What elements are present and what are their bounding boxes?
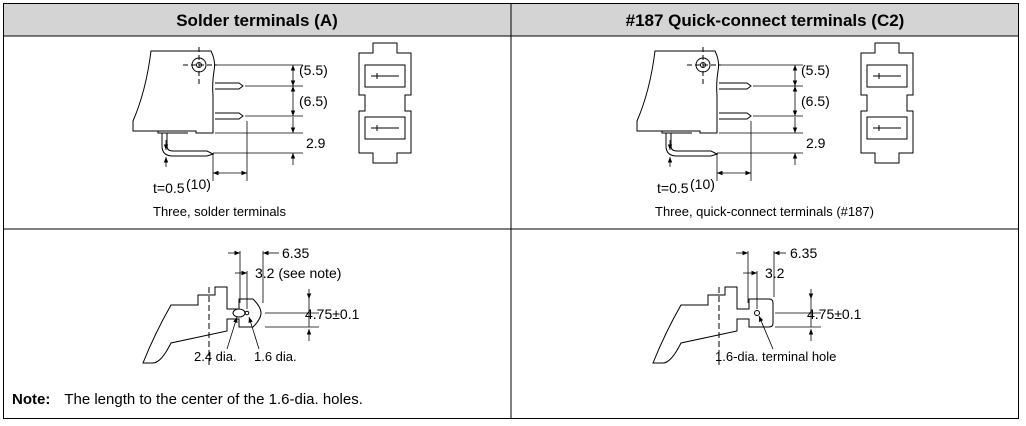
dim-6-35-c2: 6.35 xyxy=(790,245,817,261)
dim-4-75: 4.75±0.1 xyxy=(305,306,360,322)
quick-connect-front-view xyxy=(860,42,914,164)
dim-5-5: (5.5) xyxy=(299,62,328,78)
quick-connect-side-view xyxy=(636,47,803,181)
solder-terminal-side-view xyxy=(132,47,303,181)
terminal-hole-label: 1.6-dia. terminal hole xyxy=(715,349,836,364)
dim-6-35: 6.35 xyxy=(282,245,309,261)
dim-6-5-c2: (6.5) xyxy=(801,93,830,109)
dim-2-9-c2: 2.9 xyxy=(806,135,826,151)
dim-3-2: 3.2 xyxy=(765,265,785,281)
solder-terminal-detail xyxy=(142,250,319,365)
note-row: Note: The length to the center of the 1.6… xyxy=(12,391,363,408)
header-solder-terminals: Solder terminals (A) xyxy=(176,11,338,30)
hole-2-4-dia: 2.4 dia. xyxy=(194,349,237,364)
solder-caption: Three, solder terminals xyxy=(153,204,286,219)
dim-4-75-c2: 4.75±0.1 xyxy=(807,306,862,322)
quick-connect-detail xyxy=(652,250,821,365)
dim-10: (10) xyxy=(186,176,211,192)
note-text: The length to the center of the 1.6-dia.… xyxy=(64,391,363,408)
dim-6-5: (6.5) xyxy=(299,93,328,109)
dim-2-9: 2.9 xyxy=(306,135,326,151)
thickness-label-c2: t=0.5 xyxy=(657,180,689,196)
solder-terminal-front-view xyxy=(358,42,412,164)
note-label: Note: xyxy=(12,391,51,408)
terminal-table: Solder terminals (A) #187 Quick-connect … xyxy=(3,3,1019,419)
quick-connect-caption: Three, quick-connect terminals (#187) xyxy=(655,204,874,219)
hole-1-6-dia: 1.6 dia. xyxy=(254,349,297,364)
thickness-label: t=0.5 xyxy=(153,180,185,196)
dim-5-5-c2: (5.5) xyxy=(801,62,830,78)
dim-10-c2: (10) xyxy=(690,176,715,192)
header-quick-connect-terminals: #187 Quick-connect terminals (C2) xyxy=(626,11,905,30)
dim-3-2-note: 3.2 (see note) xyxy=(255,265,341,281)
